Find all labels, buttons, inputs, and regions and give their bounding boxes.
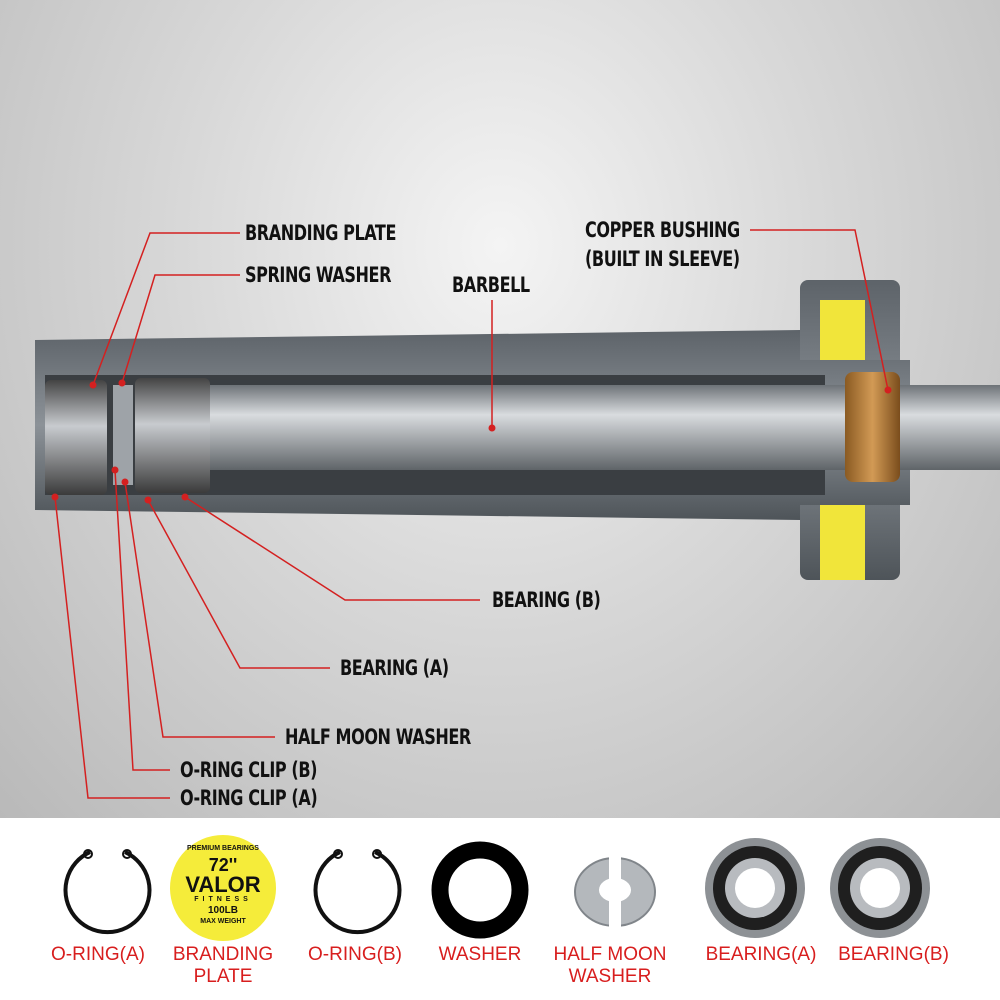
label-copper-bushing-sub: (BUILT IN SLEEVE)	[585, 247, 740, 271]
washer-icon	[431, 841, 529, 939]
half-moon-washer	[113, 385, 133, 485]
label-half-moon-washer: HALF MOON WASHER	[285, 725, 471, 749]
label-spring-washer: SPRING WASHER	[245, 263, 392, 287]
label-o-ring-clip-b: O-RING CLIP (B)	[180, 758, 318, 782]
label-barbell: BARBELL	[452, 273, 530, 297]
label-copper-bushing: COPPER BUSHING	[585, 218, 740, 242]
part-label-branding-plate: BRANDING PLATE	[172, 944, 274, 987]
label-branding-plate: BRANDING PLATE	[245, 221, 397, 245]
part-label-bearing-b: BEARING(B)	[838, 944, 949, 965]
plate-size: 72''	[208, 855, 238, 875]
leader-lines	[54, 229, 889, 799]
plate-weight: 100LB	[207, 905, 238, 916]
branding-plate-icon: PREMIUM BEARINGS 72'' VALOR FITNESS 100L…	[170, 835, 276, 941]
plate-bottom-text: MAX WEIGHT	[200, 918, 246, 925]
label-bearing-a: BEARING (A)	[340, 656, 449, 680]
part-label-o-ring-a: O-RING(A)	[51, 944, 145, 965]
label-o-ring-clip-a: O-RING CLIP (A)	[180, 786, 318, 810]
part-label-bearing-a: BEARING(A)	[705, 944, 817, 965]
o-ring-b-icon	[313, 849, 402, 935]
plate-sub: FITNESS	[194, 896, 252, 903]
branding-plate-end	[45, 380, 107, 495]
bearing-b-icon	[830, 838, 930, 938]
bearing-a-icon	[705, 838, 805, 938]
part-label-washer: WASHER	[438, 944, 522, 965]
bearing-b	[135, 378, 210, 493]
sleeve-cutaway-drawing	[35, 229, 1000, 799]
plate-top-text: PREMIUM BEARINGS	[187, 845, 259, 852]
half-moon-washer-icon	[574, 855, 656, 930]
part-label-half-moon-washer: HALF MOON WASHER	[553, 944, 667, 987]
plate-brand: VALOR	[185, 872, 261, 897]
part-label-o-ring-b: O-RING(B)	[308, 944, 402, 965]
label-bearing-b: BEARING (B)	[492, 588, 601, 612]
leader-dots	[51, 379, 892, 504]
copper-bushing	[845, 372, 900, 482]
o-ring-a-icon	[63, 849, 152, 935]
